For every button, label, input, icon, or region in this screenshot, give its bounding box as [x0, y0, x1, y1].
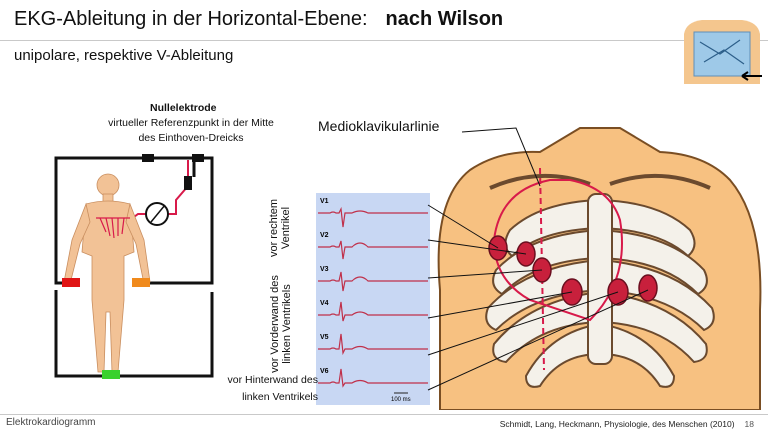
clavicles — [489, 173, 711, 190]
thumbnail-plane — [693, 31, 751, 77]
electrode-green — [102, 370, 120, 379]
title-main: EKG-Ableitung in der Horizontal-Ebene: — [14, 8, 368, 30]
wire-bottom — [54, 290, 214, 378]
lead-label-v6: V6 — [320, 368, 329, 375]
electrode-red — [62, 278, 80, 287]
thumbnail-arrow-head — [741, 71, 749, 81]
leader-v4 — [427, 291, 573, 319]
ecg-trace-v3 — [318, 271, 428, 292]
leader-midclavicular — [461, 127, 541, 187]
leader-v6 — [427, 289, 649, 391]
ecg-trace-v4 — [318, 301, 428, 322]
slide-title: EKG-Ableitung in der Horizontal-Ebene: na… — [14, 8, 503, 31]
lead-label-v2: V2 — [320, 232, 329, 239]
wire-left — [54, 156, 196, 285]
lead-label-v4: V4 — [320, 300, 329, 307]
ecg-trace-v5 — [318, 333, 428, 356]
ecg-trace-v2 — [318, 240, 428, 260]
leader-v3 — [427, 269, 543, 279]
leader-v1 — [427, 204, 499, 249]
thumbnail-lines — [699, 39, 745, 65]
midclavicular-label: Medioklavikularlinie — [318, 118, 440, 134]
footer-citation: Schmidt, Lang, Heckmann, Physiologie, de… — [499, 419, 735, 429]
scale-label: 100 ms — [391, 397, 411, 403]
ecg-trace-v6 — [318, 368, 428, 388]
footer-divider — [0, 414, 768, 415]
title-bold: nach Wilson — [385, 8, 504, 30]
connector-3 — [184, 176, 192, 190]
null-electrode-title: Nullelektrode — [150, 102, 217, 114]
leader-v5 — [427, 291, 619, 356]
null-electrode-description: virtueller Referenzpunkt in der Mitte de… — [108, 117, 274, 144]
label-back-wall: vor Hinterwand des linken Ventrikels — [227, 374, 318, 403]
electrode-orange — [132, 278, 150, 287]
heart-outline — [492, 179, 623, 322]
page-number: 18 — [744, 419, 754, 429]
torso-thumbnail — [684, 20, 762, 84]
title-divider — [0, 40, 768, 41]
ecg-background — [316, 193, 430, 405]
sternum — [587, 193, 613, 365]
voltmeter-needle — [150, 204, 166, 223]
footer-topic: Elektrokardiogramm — [6, 417, 96, 428]
chest-electrode-wires — [96, 217, 130, 239]
slide-subtitle: unipolare, respektive V-Ableitung — [14, 47, 234, 64]
body-figure — [63, 173, 151, 373]
lead-label-v5: V5 — [320, 334, 329, 341]
connector-2 — [192, 154, 204, 162]
leader-v2 — [427, 239, 527, 255]
lead-label-v3: V3 — [320, 266, 329, 273]
lead-label-v1: V1 — [320, 198, 329, 205]
connector-1 — [142, 154, 154, 162]
ecg-trace-v1 — [318, 206, 428, 228]
chest-illustration — [437, 127, 762, 410]
footer-citation-wrapper: Schmidt, Lang, Heckmann, Physiologie, de… — [500, 419, 754, 429]
